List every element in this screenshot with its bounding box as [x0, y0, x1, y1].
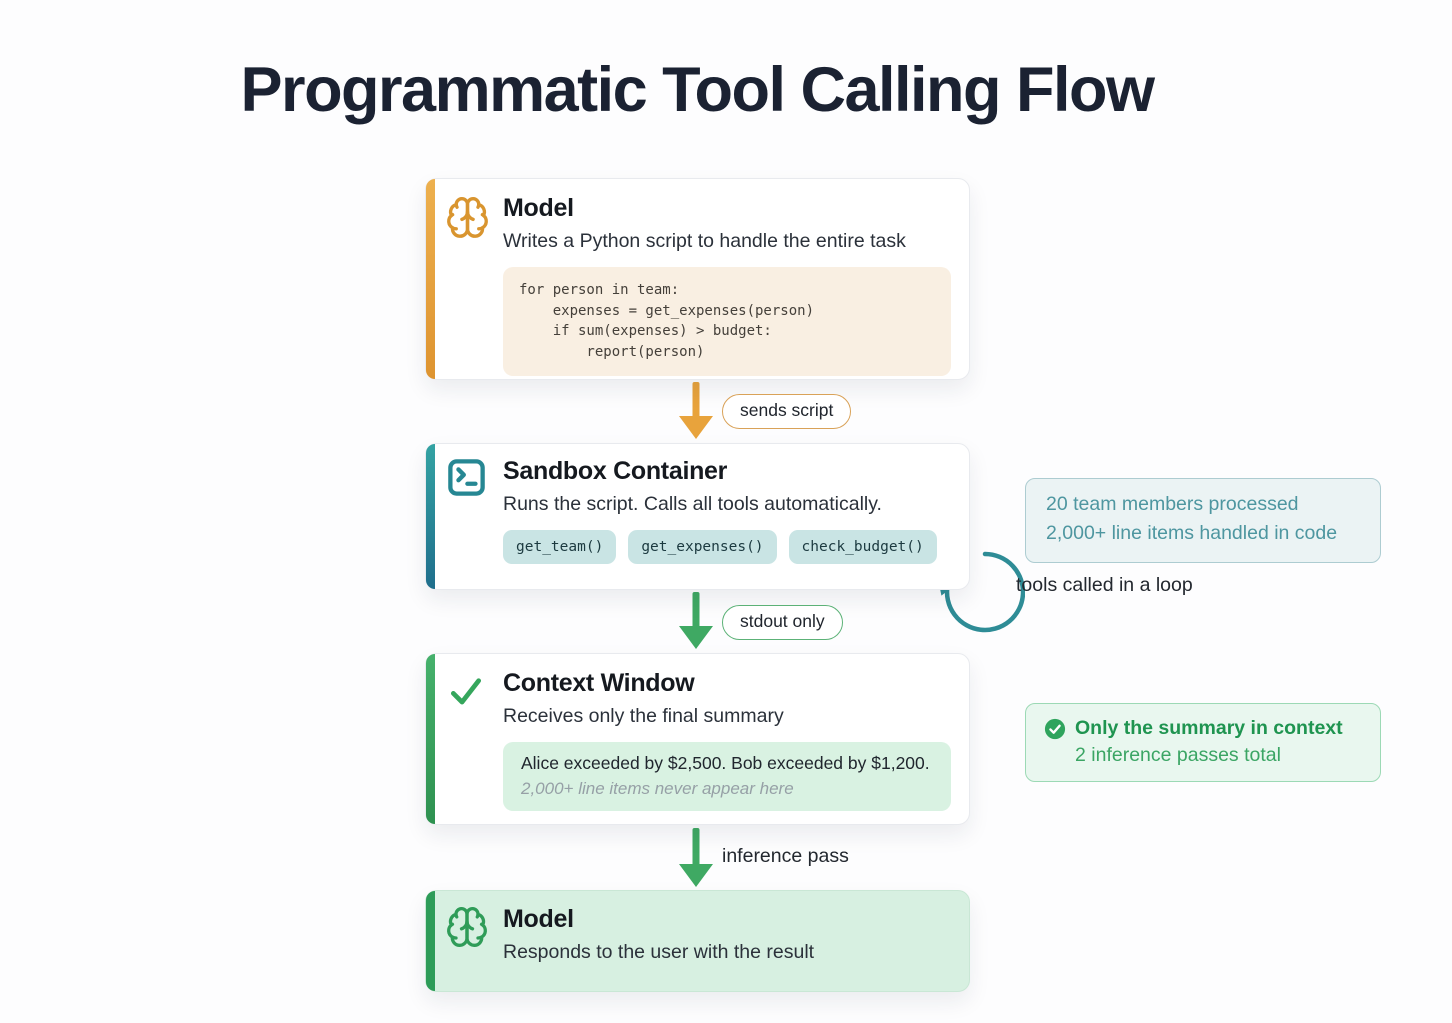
node-subtitle: Writes a Python script to handle the ent…	[503, 230, 906, 252]
python-code-block: for person in team: expenses = get_expen…	[503, 267, 951, 376]
accent-bar	[426, 444, 435, 589]
check-icon	[445, 672, 487, 710]
accent-bar	[426, 654, 435, 824]
arrow-down-icon	[679, 382, 713, 439]
arrow-down-icon	[679, 828, 713, 887]
accent-bar	[426, 891, 435, 991]
tool-chip-get-team: get_team()	[503, 530, 617, 564]
node-context-window: Context Window Receives only the final s…	[425, 653, 970, 825]
sandbox-note-line1: 20 team members processed	[1046, 493, 1299, 515]
node-subtitle: Runs the script. Calls all tools automat…	[503, 493, 882, 515]
tool-chip-row: get_team() get_expenses() check_budget()	[503, 530, 951, 564]
page-title: Programmatic Tool Calling Flow	[240, 55, 1155, 125]
circle-check-icon	[1044, 718, 1066, 739]
brain-icon	[445, 195, 490, 240]
context-note: Only the summary in context 2 inference …	[1025, 703, 1381, 782]
loop-label: tools called in a loop	[1016, 574, 1193, 596]
node-model-bottom: Model Responds to the user with the resu…	[425, 890, 970, 992]
context-note-line2: 2 inference passes total	[1075, 744, 1281, 766]
node-title: Sandbox Container	[503, 457, 728, 485]
node-title: Model	[503, 194, 574, 222]
sends-script-label: sends script	[722, 394, 852, 429]
sandbox-note-line2: 2,000+ line items handled in code	[1046, 522, 1338, 545]
tool-chip-check-budget: check_budget()	[788, 530, 937, 564]
summary-block: Alice exceeded by $2,500. Bob exceeded b…	[503, 742, 951, 811]
node-title: Context Window	[503, 669, 695, 697]
node-model-top: Model Writes a Python script to handle t…	[425, 178, 970, 380]
sandbox-note: 20 team members processed 2,000+ line it…	[1025, 478, 1381, 563]
accent-bar	[426, 179, 435, 379]
tool-chip-get-expenses: get_expenses()	[628, 530, 777, 564]
node-subtitle: Receives only the final summary	[503, 705, 784, 727]
context-note-header: Only the summary in context	[1044, 717, 1362, 740]
stdout-only-label: stdout only	[722, 605, 843, 640]
brain-icon	[445, 905, 489, 949]
context-note-line1: Only the summary in context	[1075, 717, 1343, 739]
node-sandbox-container: Sandbox Container Runs the script. Calls…	[425, 443, 970, 590]
terminal-icon	[445, 456, 488, 499]
node-title: Model	[503, 905, 574, 933]
inference-pass-label: inference pass	[722, 845, 849, 867]
summary-note-text: 2,000+ line items never appear here	[521, 779, 794, 798]
summary-main-text: Alice exceeded by $2,500. Bob exceeded b…	[521, 753, 930, 773]
node-subtitle: Responds to the user with the result	[503, 941, 815, 963]
arrow-down-icon	[679, 592, 713, 649]
